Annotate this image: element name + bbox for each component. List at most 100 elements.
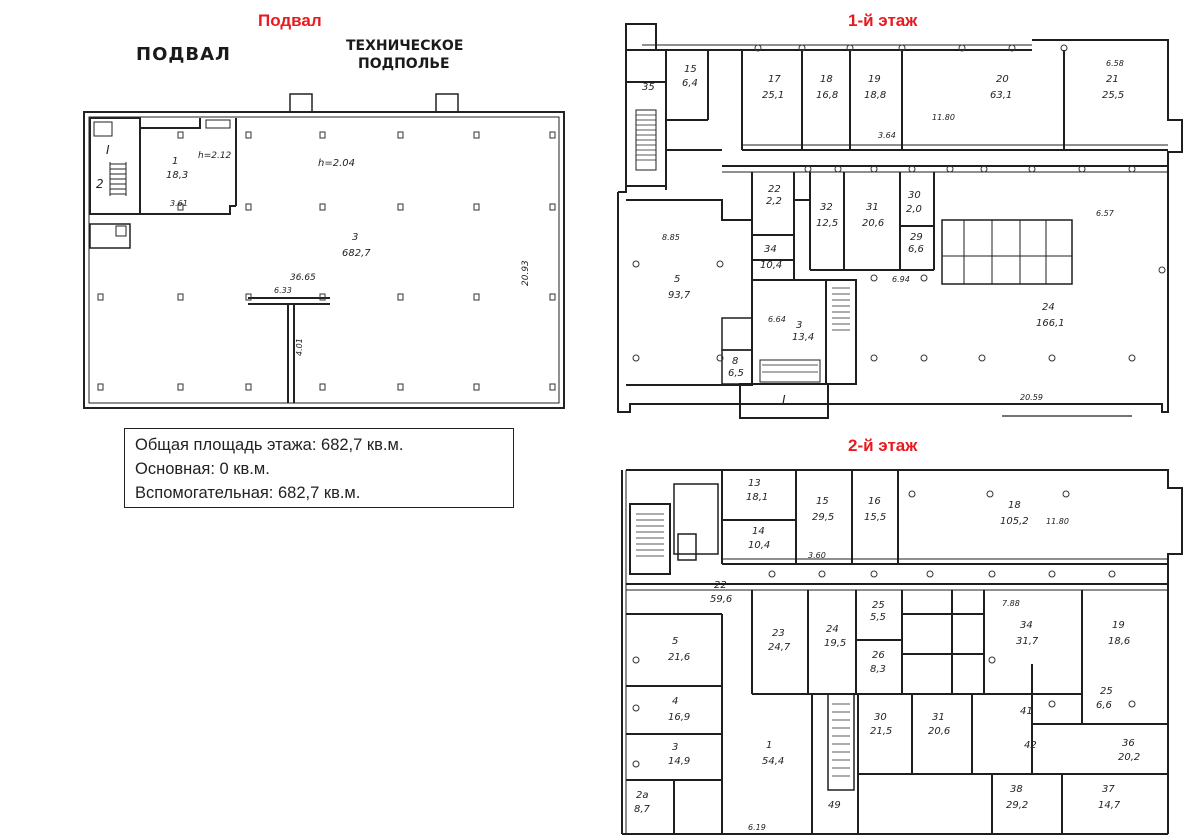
f1-room-31-area: 20,6 [862, 218, 884, 229]
f2-room-4-area: 16,9 [668, 712, 690, 723]
room-1-area: 18,3 [166, 170, 188, 181]
column-marker [177, 203, 184, 211]
f2-dim-4: 6.19 [748, 823, 766, 832]
f1-room-24-area: 166,1 [1036, 318, 1065, 329]
f1-room-29-area: 6,6 [908, 244, 924, 255]
f2-room-30: 30 [874, 712, 887, 723]
f1-room-17: 17 [768, 74, 781, 85]
f1-dim-1: 11.80 [932, 113, 955, 122]
f1-room-20-area: 63,1 [990, 90, 1012, 101]
f1-room-18: 18 [820, 74, 833, 85]
room-3-number: 3 [352, 232, 358, 243]
f2-room-34-area: 31,7 [1016, 636, 1039, 647]
column-marker [319, 383, 326, 391]
column-marker [397, 131, 404, 139]
f1-room-34-area: 10,4 [760, 260, 782, 271]
f2-room-18: 18 [1008, 500, 1021, 511]
column-marker [473, 131, 480, 139]
f1-room-35: 35 [642, 82, 655, 93]
room-3-height: h=2.04 [318, 158, 355, 169]
stair-marker: I [106, 143, 110, 157]
column-marker [319, 203, 326, 211]
f1-room-31: 31 [866, 202, 879, 213]
f1-room-32: 32 [820, 202, 833, 213]
f2-room-3-area: 14,9 [668, 756, 690, 767]
f1-room-21: 21 [1106, 74, 1119, 85]
basement-area-summary: Общая площадь этажа: 682,7 кв.м. Основна… [124, 428, 514, 508]
dim-length: 36.65 [290, 273, 316, 283]
f1-room-17-area: 25,1 [762, 90, 784, 101]
f2-room-2a-area: 8,7 [634, 804, 651, 815]
f1-room-24: 24 [1042, 302, 1055, 313]
column-marker [473, 293, 480, 301]
f2-room-15-area: 29,5 [812, 512, 834, 523]
f1-room-15: 15 [684, 64, 697, 75]
f2-room-37-area: 14,7 [1098, 800, 1121, 811]
f1-room-3: 3 [796, 320, 802, 331]
f2-room-36-area: 20,2 [1118, 752, 1140, 763]
floor2-title: 2-й этаж [848, 436, 918, 455]
f2-room-14: 14 [752, 526, 765, 537]
floor2-plan: 13 18,1 15 29,5 16 15,5 18 105,2 14 10,4… [621, 469, 1183, 835]
dim-room1: 3.61 [170, 199, 188, 208]
basement-title: Подвал [258, 11, 322, 30]
f2-room-22-area: 59,6 [710, 594, 732, 605]
column-marker [549, 131, 556, 139]
column-marker [549, 383, 556, 391]
f2-room-30-area: 21,5 [870, 726, 892, 737]
f2-room-26: 26 [872, 650, 885, 661]
f2-room-24: 24 [826, 624, 839, 635]
f1-room-29: 29 [910, 232, 923, 243]
f2-room-16-area: 15,5 [864, 512, 886, 523]
f1-room-22-area: 2,2 [766, 196, 782, 207]
f2-room-37: 37 [1102, 784, 1115, 795]
f1-room-5: 5 [674, 274, 680, 285]
f2-room-22: 22 [714, 580, 727, 591]
room-2-number: 2 [96, 177, 104, 191]
f1-dim-8: 6.58 [1106, 59, 1124, 68]
f2-room-3: 3 [672, 742, 678, 753]
column-marker [245, 293, 252, 301]
f1-room-30-area: 2,0 [906, 204, 922, 215]
f2-room-14-area: 10,4 [748, 540, 770, 551]
column-marker [397, 383, 404, 391]
column-marker [245, 131, 252, 139]
f2-room-42: 42 [1024, 740, 1037, 751]
f2-dim-3: 7.88 [1002, 599, 1020, 608]
column-marker [245, 383, 252, 391]
f1-room-32-area: 12,5 [816, 218, 838, 229]
column-marker [549, 293, 556, 301]
f2-room-25b: 25 [1100, 686, 1113, 697]
f1-room-34: 34 [764, 244, 777, 255]
column-marker [245, 203, 252, 211]
f2-room-13: 13 [748, 478, 761, 489]
column-marker [177, 293, 184, 301]
dim-corridor: 4.01 [295, 338, 304, 356]
f1-room-8-area: 6,5 [728, 368, 744, 379]
tech-underfloor-heading-line1: ТЕХНИЧЕСКОЕ [346, 38, 464, 54]
column-marker [549, 203, 556, 211]
f2-dim-1: 11.80 [1046, 517, 1069, 526]
f1-room-21-area: 25,5 [1102, 90, 1124, 101]
column-marker [397, 203, 404, 211]
dim-width: 20.93 [521, 260, 531, 286]
f2-room-16: 16 [868, 496, 881, 507]
column-marker [473, 203, 480, 211]
f1-room-18-area: 16,8 [816, 90, 838, 101]
column-marker [319, 131, 326, 139]
f2-room-49: 49 [828, 800, 841, 811]
summary-main-area: Основная: 0 кв.м. [135, 460, 270, 478]
f1-room-20: 20 [996, 74, 1009, 85]
room-1-number: 1 [172, 156, 178, 167]
f2-room-23: 23 [772, 628, 785, 639]
dim-wall: 6.33 [274, 286, 292, 295]
column-marker [473, 383, 480, 391]
f2-room-18-area: 105,2 [1000, 516, 1029, 527]
f1-dim-6: 20.59 [1020, 393, 1043, 402]
f1-room-19-area: 18,8 [864, 90, 886, 101]
f2-room-38-area: 29,2 [1006, 800, 1028, 811]
basement-heading: ПОДВАЛ [136, 44, 231, 65]
f2-room-13-area: 18,1 [746, 492, 768, 503]
f2-room-31-area: 20,6 [928, 726, 950, 737]
f2-room-5: 5 [672, 636, 678, 647]
